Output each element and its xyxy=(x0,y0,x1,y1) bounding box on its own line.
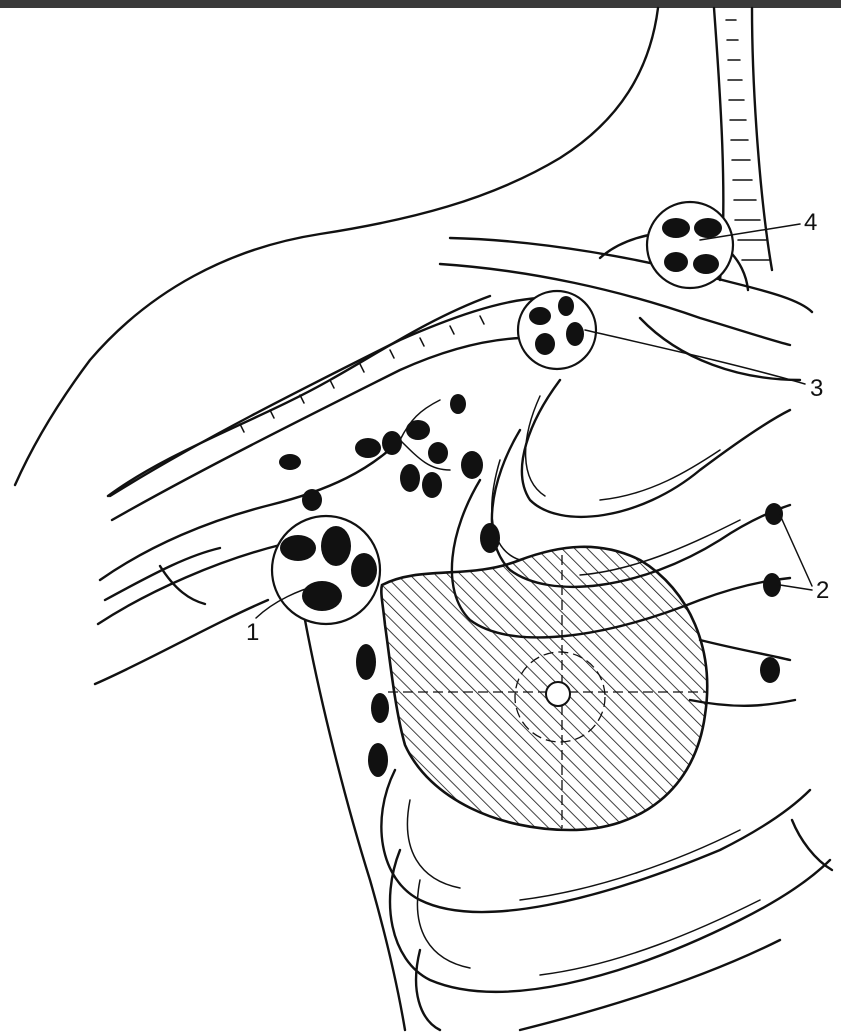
lymph-node xyxy=(355,438,381,458)
lymph-node xyxy=(694,218,722,238)
lymph-node xyxy=(302,581,342,611)
lymph-node xyxy=(566,322,584,346)
callout-label-3: 3 xyxy=(810,375,823,402)
clavicle-lower-edge xyxy=(440,264,790,345)
lymph-node xyxy=(371,693,389,723)
lymph-node xyxy=(450,394,466,414)
lymph-node xyxy=(529,307,551,325)
lymph-node xyxy=(535,333,555,355)
arm-lower-contour xyxy=(95,600,268,684)
rib-shading-4 xyxy=(417,880,760,975)
lymph-node xyxy=(664,252,688,272)
lymph-node xyxy=(558,296,574,316)
lymph-node xyxy=(765,503,783,525)
rib-5 xyxy=(700,640,790,660)
lymph-node xyxy=(662,218,690,238)
lymph-node xyxy=(760,657,780,683)
lymph-node xyxy=(321,526,351,566)
lymph-node xyxy=(368,743,388,777)
vein-fork xyxy=(105,548,220,604)
node-group-1 xyxy=(272,516,380,624)
lymph-node xyxy=(461,451,483,479)
rib-9 xyxy=(416,940,780,1030)
callout-label-4: 4 xyxy=(804,209,817,236)
lymph-node xyxy=(693,254,719,274)
lymph-node xyxy=(422,472,442,498)
rib-shading-1 xyxy=(526,396,720,500)
breast-shape xyxy=(381,547,707,830)
chest-side-contour xyxy=(305,620,405,1030)
clavicle-and-veins xyxy=(98,232,812,624)
nipple xyxy=(546,682,570,706)
callout-label-1: 1 xyxy=(246,619,259,646)
rib-2 xyxy=(522,380,790,517)
lymph-node xyxy=(351,553,377,587)
clavicle-upper-edge xyxy=(450,238,812,312)
lymph-node xyxy=(280,535,316,561)
lymph-node xyxy=(428,442,448,464)
group-4-ring xyxy=(647,202,733,288)
lymph-node xyxy=(279,454,301,470)
callout-label-2: 2 xyxy=(816,577,829,604)
lymph-node xyxy=(356,644,376,680)
vein-hatching xyxy=(240,316,484,432)
leader-2-lower xyxy=(780,585,812,590)
lymph-node xyxy=(382,431,402,455)
lymph-node xyxy=(763,573,781,597)
breast xyxy=(381,547,708,830)
body-outline xyxy=(15,8,832,1030)
lymph-node xyxy=(302,489,322,511)
lymph-node xyxy=(406,420,430,440)
jugular-hatching xyxy=(726,20,770,260)
leader-2-upper xyxy=(780,515,812,586)
rib-8 xyxy=(390,850,830,992)
node-group-4 xyxy=(647,202,733,288)
lymph-node xyxy=(400,464,420,492)
lymph-node xyxy=(480,523,500,553)
